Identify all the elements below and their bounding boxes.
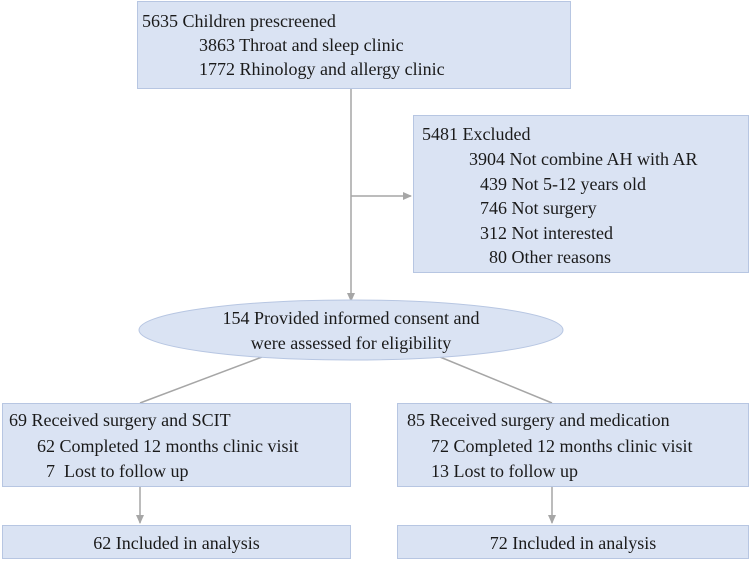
prescreened-item-throat: 3863 Throat and sleep clinic (199, 35, 404, 55)
consent-text: 154 Provided informed consent and were a… (139, 306, 563, 356)
excluded-item-age: 439 Not 5-12 years old (480, 174, 646, 194)
medication-group-lost: 13 Lost to follow up (431, 461, 578, 481)
medication-analysis-box: 72 Included in analysis (397, 525, 749, 559)
scit-group-box: 69 Received surgery and SCIT 62 Complete… (2, 403, 351, 487)
scit-group-title: 69 Received surgery and SCIT (9, 410, 231, 430)
connector-consent-to-scit (139, 356, 263, 404)
excluded-title: 5481 Excluded (422, 124, 531, 144)
scit-analysis-label: 62 Included in analysis (93, 533, 260, 553)
connector-consent-to-medication (439, 356, 553, 404)
excluded-item-not-interested: 312 Not interested (480, 223, 613, 243)
medication-group-box: 85 Received surgery and medication 72 Co… (397, 403, 749, 487)
medication-group-title: 85 Received surgery and medication (407, 410, 670, 430)
consent-line-2: were assessed for eligibility (250, 333, 452, 353)
excluded-box: 5481 Excluded 3904 Not combine AH with A… (413, 115, 749, 273)
medication-group-completed: 72 Completed 12 months clinic visit (431, 436, 693, 456)
scit-group-lost: 7 Lost to follow up (46, 461, 189, 481)
medication-analysis-label: 72 Included in analysis (489, 533, 657, 553)
consent-line-1: 154 Provided informed consent and (222, 308, 480, 328)
prescreened-box: 5635 Children prescreened 3863 Throat an… (137, 1, 571, 89)
consent-ellipse (138, 299, 564, 361)
excluded-item-not-surgery: 746 Not surgery (480, 198, 597, 218)
scit-analysis-box: 62 Included in analysis (2, 525, 351, 559)
excluded-item-not-combine: 3904 Not combine AH with AR (469, 149, 698, 169)
prescreened-title: 5635 Children prescreened (142, 11, 336, 31)
prescreened-item-rhinology: 1772 Rhinology and allergy clinic (199, 59, 445, 79)
scit-group-completed: 62 Completed 12 months clinic visit (37, 436, 299, 456)
excluded-item-other: 80 Other reasons (489, 247, 611, 267)
